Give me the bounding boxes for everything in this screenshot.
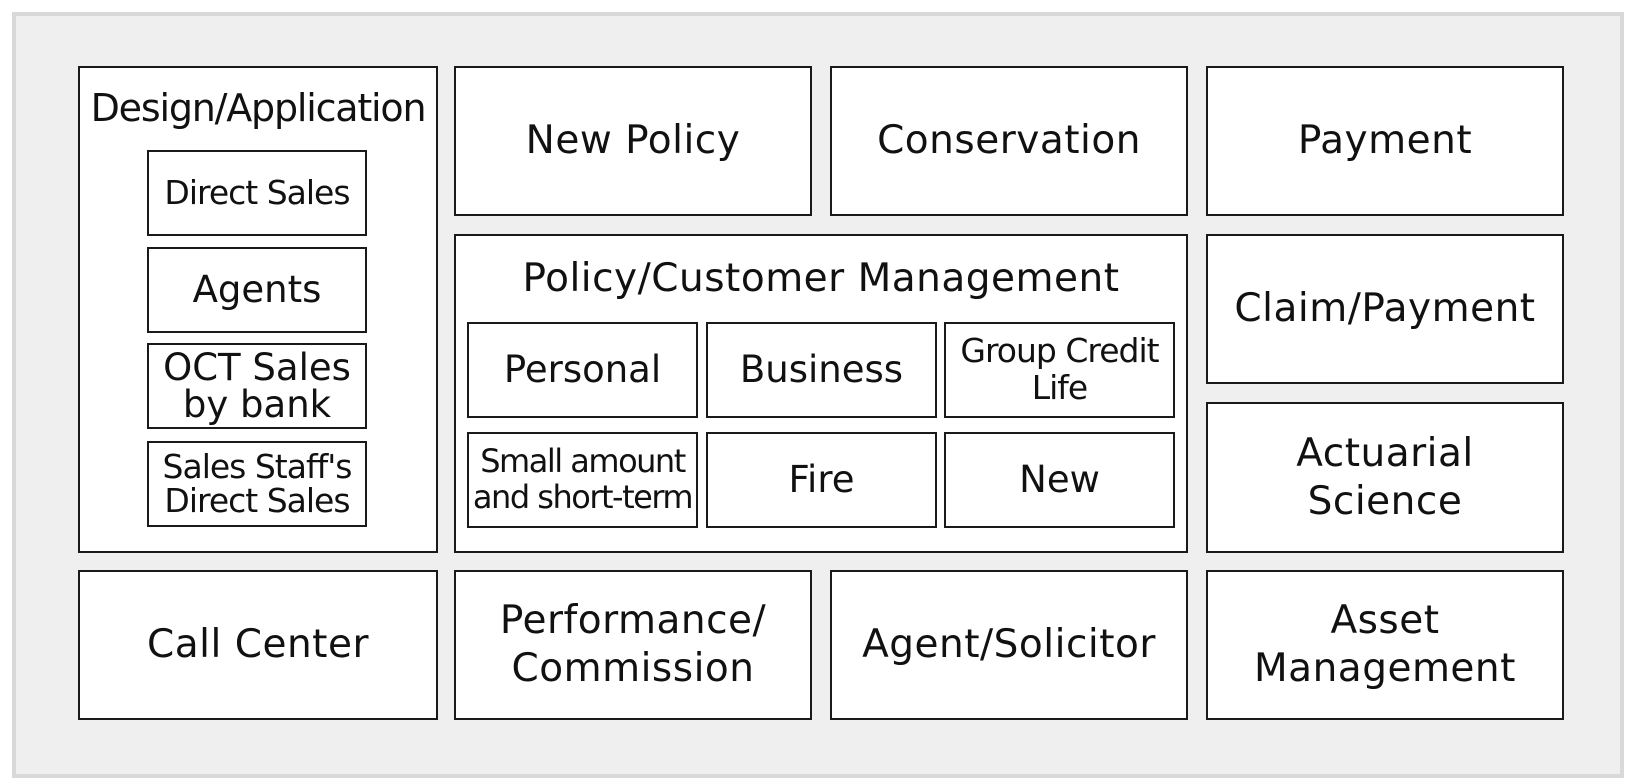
sales-staff-direct-sales-box: Sales Staff's Direct Sales [147, 441, 367, 527]
claim-payment-box: Claim/Payment [1206, 234, 1564, 384]
performance-commission-box: Performance/ Commission [454, 570, 812, 720]
direct-sales-box: Direct Sales [147, 150, 367, 236]
oct-sales-by-bank-box: OCT Sales by bank [147, 343, 367, 429]
small-amount-short-term-box: Small amount and short-term [467, 432, 698, 528]
new-box: New [944, 432, 1175, 528]
agent-solicitor-box: Agent/Solicitor [830, 570, 1188, 720]
fire-box: Fire [706, 432, 937, 528]
group-credit-life-box: Group Credit Life [944, 322, 1175, 418]
design-application-title: Design/Application [90, 86, 427, 130]
policy-customer-management-title: Policy/Customer Management [522, 256, 1120, 301]
personal-box: Personal [467, 322, 698, 418]
actuarial-science-box: Actuarial Science [1206, 402, 1564, 553]
payment-box: Payment [1206, 66, 1564, 216]
call-center-box: Call Center [78, 570, 438, 720]
conservation-box: Conservation [830, 66, 1188, 216]
new-policy-box: New Policy [454, 66, 812, 216]
asset-management-box: Asset Management [1206, 570, 1564, 720]
agents-box: Agents [147, 247, 367, 333]
business-box: Business [706, 322, 937, 418]
